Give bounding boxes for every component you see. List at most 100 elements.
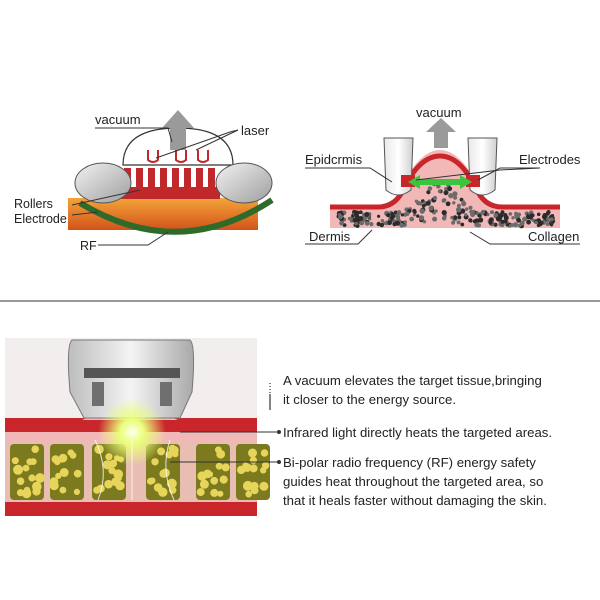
collagen-dot: [419, 215, 425, 221]
collagen-dot: [545, 222, 550, 226]
collagen-dot: [468, 205, 473, 210]
label-vacuum-right: vacuum: [416, 105, 462, 120]
fat-cell: [249, 456, 257, 464]
collagen-dot: [353, 210, 359, 216]
fat-cell-blocks: [10, 444, 270, 500]
fat-cell: [242, 480, 253, 491]
collagen-dot: [359, 220, 365, 226]
collagen-dot: [422, 220, 427, 224]
collagen-dot: [437, 189, 442, 193]
collagen-dot: [511, 216, 515, 220]
fat-cell: [67, 449, 75, 457]
collagen-dot: [478, 217, 484, 223]
fat-cell: [260, 467, 267, 474]
device-window: [84, 368, 180, 378]
collagen-dot: [419, 201, 423, 206]
bullet-2-line-2: that it heals faster without damaging th…: [283, 493, 547, 508]
fat-cell: [206, 471, 214, 478]
collagen-dot: [432, 216, 438, 222]
collagen-dot: [452, 191, 458, 197]
collagen-dot: [427, 186, 433, 191]
top-left-leaders: [71, 127, 239, 246]
collagen-dot: [364, 221, 370, 226]
bullet-0-line-1: it closer to the energy source.: [283, 392, 456, 407]
collagen-dot: [460, 222, 465, 227]
collagen-dot: [387, 220, 393, 226]
collagen-dot: [339, 220, 344, 226]
collagen-dot: [358, 216, 364, 221]
collagen-dot: [526, 219, 531, 225]
vacuum-arrow-icon: [162, 110, 194, 150]
collagen-dot: [403, 220, 407, 224]
fat-cell: [217, 451, 225, 458]
fat-cell: [73, 469, 82, 478]
laser-bar: [120, 187, 220, 199]
collagen-dot: [545, 211, 550, 216]
infrared-glow: [98, 398, 166, 466]
fat-cell: [114, 474, 122, 482]
fat-cell: [22, 464, 30, 472]
fat-cell: [260, 449, 269, 457]
label-collagen: Collagen: [528, 229, 579, 244]
collagen-dot: [436, 183, 441, 189]
collagen-dot: [549, 217, 554, 222]
fat-cell: [31, 445, 39, 454]
top-right-leaders: [305, 167, 580, 245]
fat-cell: [28, 474, 36, 482]
fat-cell: [219, 475, 228, 484]
collagen-dot: [464, 213, 468, 217]
label-epidermis: Epidcrmis: [305, 152, 363, 167]
collagen-dot: [539, 220, 544, 225]
fat-cell: [217, 490, 224, 497]
collagen-dot: [380, 219, 385, 223]
collagen-dot: [386, 213, 391, 218]
collagen-dot: [450, 215, 454, 220]
fat-cell: [151, 458, 159, 466]
collagen-dot: [489, 210, 494, 214]
collagen-dot: [354, 216, 358, 220]
fat-cell: [161, 468, 170, 478]
top-left-diagram: vacuum laser Rollers Electrode RF: [14, 110, 274, 253]
collagen-dot: [498, 213, 502, 217]
collagen-dot: [468, 218, 473, 223]
collagen-dot: [456, 207, 462, 213]
collagen-dot: [549, 223, 554, 227]
collagen-dot: [441, 198, 446, 203]
collagen-dot: [379, 222, 384, 228]
collagen-dot: [441, 210, 447, 216]
right-roller: [215, 162, 273, 204]
fat-cell: [215, 462, 223, 470]
fat-cell: [108, 467, 116, 475]
collagen-dot: [534, 220, 538, 225]
fat-cell: [165, 451, 173, 459]
collagen-dot: [516, 217, 521, 223]
collagen-dot: [390, 212, 395, 217]
collagen-dot: [400, 213, 404, 217]
fat-cell: [59, 468, 69, 477]
collagen-dot: [508, 212, 513, 216]
collagen-dot: [393, 210, 398, 215]
collagen-dot: [536, 212, 541, 217]
collagen-dot: [338, 213, 342, 217]
vacuum-arrow-right-icon: [426, 118, 456, 148]
collagen-dot: [412, 213, 417, 217]
collagen-dot: [474, 222, 480, 228]
fat-cell: [13, 464, 24, 475]
fat-cell: [245, 490, 252, 498]
fat-cell: [210, 488, 219, 497]
bottom-illustration: [5, 338, 270, 516]
collagen-dot: [457, 215, 462, 220]
bullet-1-line-0: Infrared light directly heats the target…: [283, 425, 552, 440]
fat-cell: [11, 457, 19, 465]
collagen-dot: [419, 208, 425, 214]
fat-cell: [49, 481, 59, 491]
fat-cell: [35, 473, 45, 483]
left-roller: [74, 162, 132, 204]
fat-cell: [109, 459, 118, 468]
collagen-dot: [445, 201, 451, 207]
collagen-dot: [416, 214, 420, 218]
collagen-dot: [364, 212, 370, 217]
fat-cell: [73, 488, 80, 495]
fat-cell: [199, 479, 209, 489]
bullet-list: A vacuum elevates the target tissue,brin…: [170, 373, 552, 508]
